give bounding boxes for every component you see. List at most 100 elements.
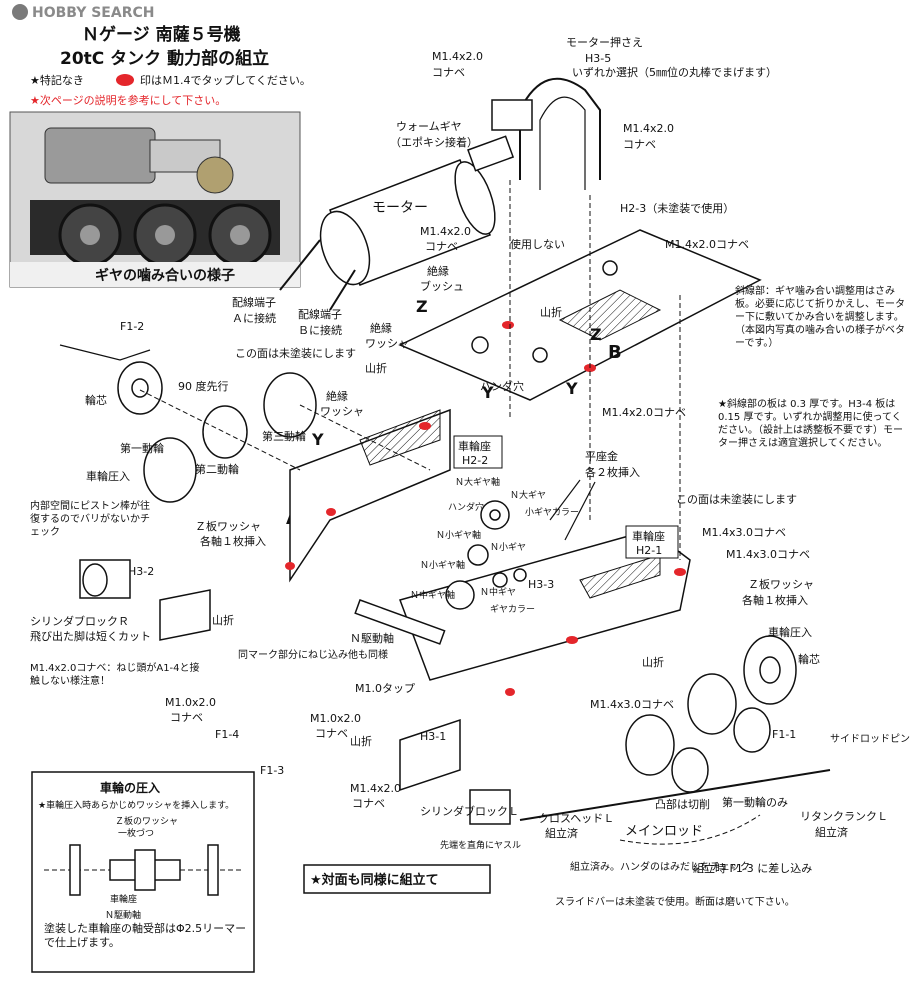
label-wheel-press2: 車輪圧入 — [768, 625, 812, 639]
label-main-rod: メインロッド — [625, 824, 703, 839]
label-m10-b: M1.0x2.0 — [310, 712, 361, 725]
cylinder-block-r — [79, 559, 211, 641]
inset-note: ★車輪圧入時あらかじめワッシャを挿入します。 — [38, 799, 234, 811]
letter-b: B — [608, 342, 622, 363]
label-wheel-seat-h22b: H2-2 — [462, 454, 488, 467]
label-side-rod-pin: サイドロッドピン — [830, 733, 910, 745]
label-h35-note: いずれか選択（5㎜位の丸棒でまげます） — [572, 65, 777, 79]
title-line1: Ｎゲージ 南薩５号機 — [82, 24, 241, 45]
wheel-seat-h21-box — [625, 525, 679, 559]
label-h31: H3-1 — [420, 730, 446, 743]
label-assembled-check: 組立済み。ハンダのはみだしをチェック — [570, 860, 750, 873]
label-m10-konabe: M1.0x2.0 — [165, 696, 216, 709]
label-insul-washer2: 絶縁 — [326, 389, 348, 403]
label-unpainted2: この面は未塗装にします — [676, 492, 797, 506]
label-m14-right: M1.4x2.0 — [623, 122, 674, 135]
label-motor: モーター — [372, 200, 428, 216]
label-insul-washer1: 絶縁 — [370, 321, 392, 335]
label-cyl-block-l: シリンダブロックＬ — [420, 804, 519, 818]
label-bush: ブッシュ — [420, 279, 464, 293]
label-n-drive-shaft: Ｎ駆動軸 — [350, 631, 394, 645]
plate-note: ★斜線部の板は 0.3 厚です。H3-4 板は 0.15 厚です。いずれか調整用… — [718, 399, 903, 449]
hatch-note: 斜線部：ギヤ噛み合い調整用はさみ板。必要に応じて折りかえし、モーター下に敷いてか… — [735, 286, 905, 349]
label-assembled2: 組立済 — [815, 825, 848, 839]
label-wire-b2: Ｂに接続 — [298, 323, 342, 337]
label-each2: 各２枚挿入 — [585, 465, 640, 479]
label-konabe-top: コナベ — [432, 66, 465, 79]
label-f11: F1-1 — [772, 728, 796, 741]
label-unused: 使用しない — [510, 238, 565, 251]
svg-text:HOBBY SEARCH: HOBBY SEARCH — [32, 5, 154, 21]
label-f14: F1-4 — [215, 728, 239, 741]
label-return-crank: リタンクランクＬ — [800, 810, 888, 823]
label-each1b: 各軸１枚挿入 — [742, 593, 808, 607]
label-bend1: 山折 — [540, 305, 562, 319]
label-crosshead: クロスヘッドＬ — [538, 812, 614, 825]
plate-h23 — [398, 229, 762, 401]
label-washer2: ワッシャ — [320, 405, 364, 418]
label-konabe-mid: コナベ — [425, 240, 458, 253]
letter-y2: Y — [565, 379, 578, 398]
label-konabe2: コナベ — [170, 711, 203, 724]
letter-z2: Z — [590, 325, 602, 344]
label-z-washer: Ｚ板ワッシャ — [195, 519, 261, 533]
label-flat-washer: 平座金 — [585, 449, 618, 463]
label-m14-b: M1.4x2.0コナベ — [602, 406, 686, 419]
label-mirror-note: ★対面も同様に組立て — [310, 872, 439, 888]
label-cyl-block-r: シリンダブロックＲ — [30, 614, 129, 628]
label-h35: H3-5 — [585, 52, 611, 65]
label-f12: F1-2 — [120, 320, 144, 333]
m14-screw-note: M1.4x2.0コナベ：ねじ頭がA1-4と接触しない様注意！ — [30, 663, 200, 687]
label-small-gear-shaft: Ｎ小ギヤ軸 — [436, 529, 481, 541]
label-each1: 各軸１枚挿入 — [200, 534, 266, 548]
label-gear-collar: ギヤカラー — [490, 604, 535, 615]
inset-drive: Ｎ駆動軸 — [105, 909, 141, 921]
label-insul-bush: 絶縁 — [427, 264, 449, 278]
label-worm-gear-note: （エポキシ接着） — [390, 135, 478, 149]
label-small-gear-shaft2: Ｎ小ギヤ軸 — [420, 559, 465, 571]
label-wheel-press: 車輪圧入 — [86, 469, 130, 483]
red-dot-icon — [116, 74, 134, 86]
label-bend2: 山折 — [365, 361, 387, 375]
label-convex-cut: 凸部は切削 — [655, 797, 710, 811]
mirror-note-box — [303, 864, 491, 894]
label-konabe3: コナベ — [315, 727, 348, 740]
label-wheel-seat-h22a: 車輪座 — [458, 439, 491, 453]
label-slide-bar: スライドバーは未塗装で使用。断面は磨いて下さい。 — [555, 895, 795, 908]
title-line2: 20tC タンク 動力部の組立 — [60, 48, 269, 69]
label-first-wheel-only: 第一動輪のみ — [722, 795, 788, 809]
label-m14-mid: M1.4x2.0 — [420, 225, 471, 238]
inset-z2: 一枚づつ — [118, 827, 154, 839]
inset-z: Ｚ板のワッシャ — [115, 815, 178, 827]
letter-y1: Y — [481, 383, 494, 402]
label-90deg: 90 度先行 — [178, 379, 229, 393]
label-h23: H2-3（未塗装で使用） — [620, 201, 734, 215]
label-motor-holder: モーター押さえ — [566, 35, 643, 49]
gears — [354, 500, 527, 645]
label-washer1: ワッシャ — [365, 337, 409, 350]
label-wheel-core: 輪芯 — [85, 393, 107, 407]
label-mark-note: 同マーク部分にねじ込み他も同様 — [238, 648, 388, 661]
frame-part — [285, 408, 691, 696]
note-next-page: ★次ページの説明を参考にして下さい。 — [30, 93, 226, 107]
label-wheel-seat-h21b: H2-1 — [636, 544, 662, 557]
label-m14-30c: M1.4x3.0コナベ — [590, 698, 674, 711]
label-first-wheel: 第一動輪 — [120, 441, 164, 455]
label-m14-konabe: M1.4x2.0コナベ — [665, 238, 749, 251]
note-tap-a: ★特記なき — [30, 73, 84, 87]
label-h32: H3-2 — [128, 565, 154, 578]
motor-part — [319, 135, 515, 286]
label-wire-b1: 配線端子 — [298, 307, 342, 321]
label-wire-a1: 配線端子 — [232, 295, 276, 309]
label-bend4: 山折 — [642, 655, 664, 669]
label-bend5: 山折 — [350, 734, 372, 748]
label-wire-a2: Ａに接続 — [232, 311, 276, 325]
label-small-gear-collar: 小ギヤカラー — [525, 507, 579, 518]
label-small-gear: Ｎ小ギヤ — [490, 542, 526, 553]
label-h33: H3-3 — [528, 578, 554, 591]
wheel-seat-h22-box — [453, 435, 503, 469]
label-m14-c: M1.4x2.0 — [350, 782, 401, 795]
label-cyl-block-r-note: 飛び出た脚は短くカット — [30, 629, 151, 643]
label-solder-hole: ハンダ穴 — [480, 379, 524, 393]
label-third-wheel: 第三動輪 — [262, 429, 306, 443]
